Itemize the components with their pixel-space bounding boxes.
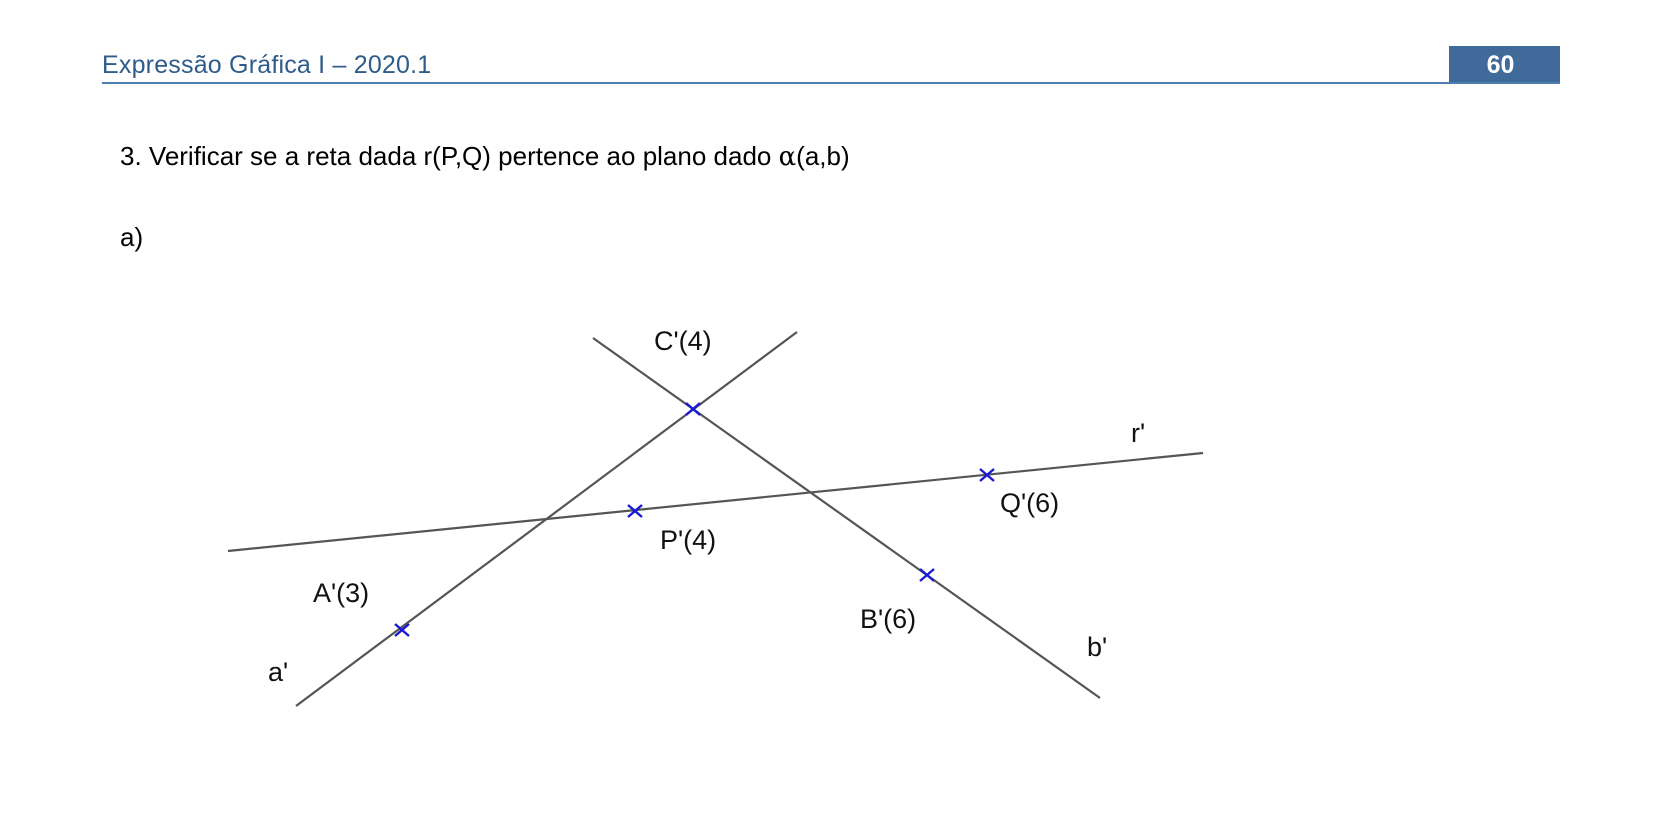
- label-P: P'(4): [660, 525, 716, 555]
- item-label-a: a): [120, 222, 144, 252]
- line-b: [592, 337, 1101, 699]
- label-a: a': [268, 657, 288, 687]
- line-r: [227, 451, 1204, 553]
- marker-A: [394, 623, 410, 637]
- marker-B: [919, 568, 935, 582]
- label-b: b': [1087, 632, 1107, 662]
- alpha-symbol: α: [778, 142, 797, 172]
- label-Q: Q'(6): [1000, 488, 1059, 518]
- marker-C: [685, 402, 701, 416]
- header-divider: [102, 82, 1560, 84]
- label-B: B'(6): [860, 604, 916, 634]
- statement-prefix: 3. Verificar se a reta dada r(P,Q) perte…: [120, 141, 779, 171]
- page-header: Expressão Gráfica I – 2020.1 60: [102, 46, 1560, 86]
- page-number: 60: [1449, 46, 1560, 84]
- exercise-statement: 3. Verificar se a reta dada r(P,Q) perte…: [120, 141, 850, 172]
- label-C: C'(4): [654, 326, 712, 356]
- header-title: Expressão Gráfica I – 2020.1: [102, 51, 432, 79]
- marker-P: [627, 504, 643, 518]
- statement-suffix: (a,b): [796, 141, 850, 171]
- marker-Q: [979, 468, 995, 482]
- label-A: A'(3): [313, 578, 369, 608]
- label-r: r': [1131, 418, 1145, 448]
